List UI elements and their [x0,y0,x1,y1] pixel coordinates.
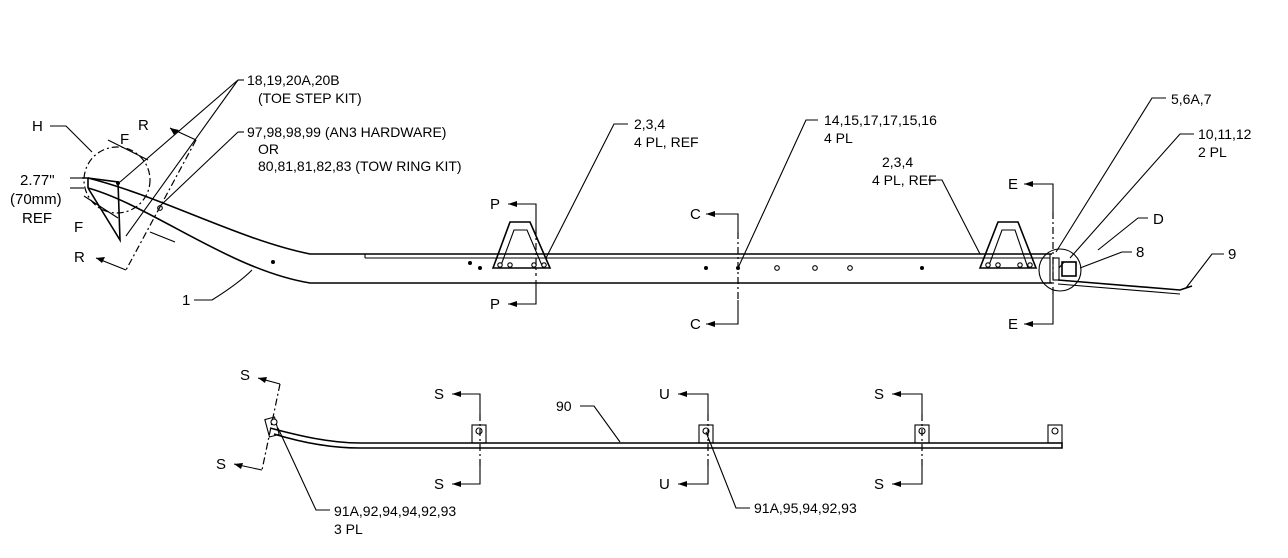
dimension-ref: REF [22,210,52,227]
arrowheads-upper [96,128,1033,327]
section-label-h: H [32,118,43,135]
callout-hardware-line2: OR [258,141,279,157]
stud-5 [1047,424,1063,444]
callout-567: 5,6A,7 [1171,91,1212,107]
callout-91a-center: 91A,95,94,92,93 [754,500,857,516]
callout-toe-step-line1: 18,19,20A,20B [247,72,340,88]
callout-item-8: 8 [1136,244,1144,261]
callout-1011-line2: 2 PL [1198,144,1227,160]
callout-item-1: 1 [182,292,190,309]
section-label-f-bottom: F [74,219,83,236]
callout-item-9: 9 [1228,246,1236,263]
callout-item-90: 90 [556,398,572,414]
section-label-e-bottom: E [1008,316,1018,333]
callout-91a-tip-line2: 3 PL [334,521,363,537]
section-label-r-bottom: R [74,249,85,266]
section-label-c-top: C [690,206,701,223]
section-label-s4-bottom: S [874,476,884,493]
callout-14-line1: 14,15,17,17,15,16 [824,112,937,128]
section-label-u-top: U [659,386,670,403]
leaders-lower [233,377,923,511]
section-label-s-tip-bottom: S [216,456,226,473]
ski-body [82,177,1052,284]
section-label-s4-top: S [874,386,884,403]
wear-bar [264,416,1063,449]
section-label-f-top: F [120,131,129,148]
stud-1 [264,416,280,438]
detail-circle-h [83,146,151,214]
section-label-u-bottom: U [659,476,670,493]
callout-14-line2: 4 PL [824,130,853,146]
saddle-bracket-rear [978,221,1038,269]
section-label-s-tip-top: S [240,367,250,384]
callout-234-rear-line2: 4 PL, REF [872,172,937,188]
section-label-p-bottom: P [490,296,500,313]
section-label-s2-bottom: S [434,476,444,493]
section-label-c-bottom: C [690,316,701,333]
detail-label-d: D [1153,211,1164,228]
callout-91a-tip-line1: 91A,92,94,94,92,93 [334,503,456,519]
callout-234-front-line2: 4 PL, REF [634,134,699,150]
section-label-r-top: R [138,117,149,134]
arrowheads-lower [234,377,901,487]
dimension-metric: (70mm) [10,191,62,208]
rear-fitting [1038,248,1193,295]
section-label-s2-top: S [434,386,444,403]
section-label-p-top: P [490,196,500,213]
stud-2 [471,424,487,444]
callout-toe-step-line2: (TOE STEP KIT) [258,90,362,106]
callout-1011-line1: 10,11,12 [1198,126,1252,142]
leaders-upper [50,79,1224,325]
callout-hardware-line3: 80,81,81,82,83 (TOW RING KIT) [258,158,462,174]
callout-hardware-line1: 97,98,98,99 (AN3 HARDWARE) [247,124,446,140]
dimension-value: 2.77" [20,172,55,189]
stud-3 [698,424,714,444]
callout-234-rear-line1: 2,3,4 [882,154,913,170]
callout-234-front-line1: 2,3,4 [634,116,665,132]
section-label-e-top: E [1008,176,1018,193]
saddle-bracket-front [491,221,552,269]
